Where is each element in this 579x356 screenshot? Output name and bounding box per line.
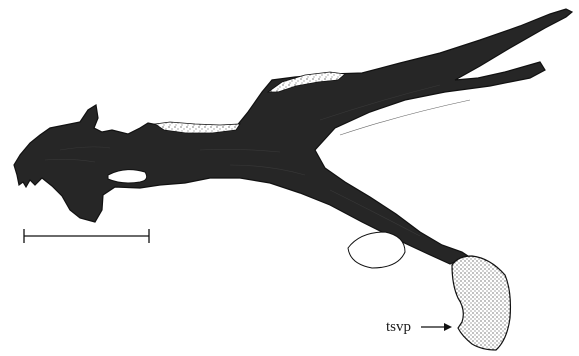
tsvp-cartilage [452, 256, 510, 350]
ventral-fenestra [348, 232, 405, 268]
scale-bar [24, 229, 149, 243]
tsvp-label: tsvp [386, 319, 411, 335]
tsvp-arrow [421, 323, 452, 331]
bone-body [14, 9, 572, 264]
